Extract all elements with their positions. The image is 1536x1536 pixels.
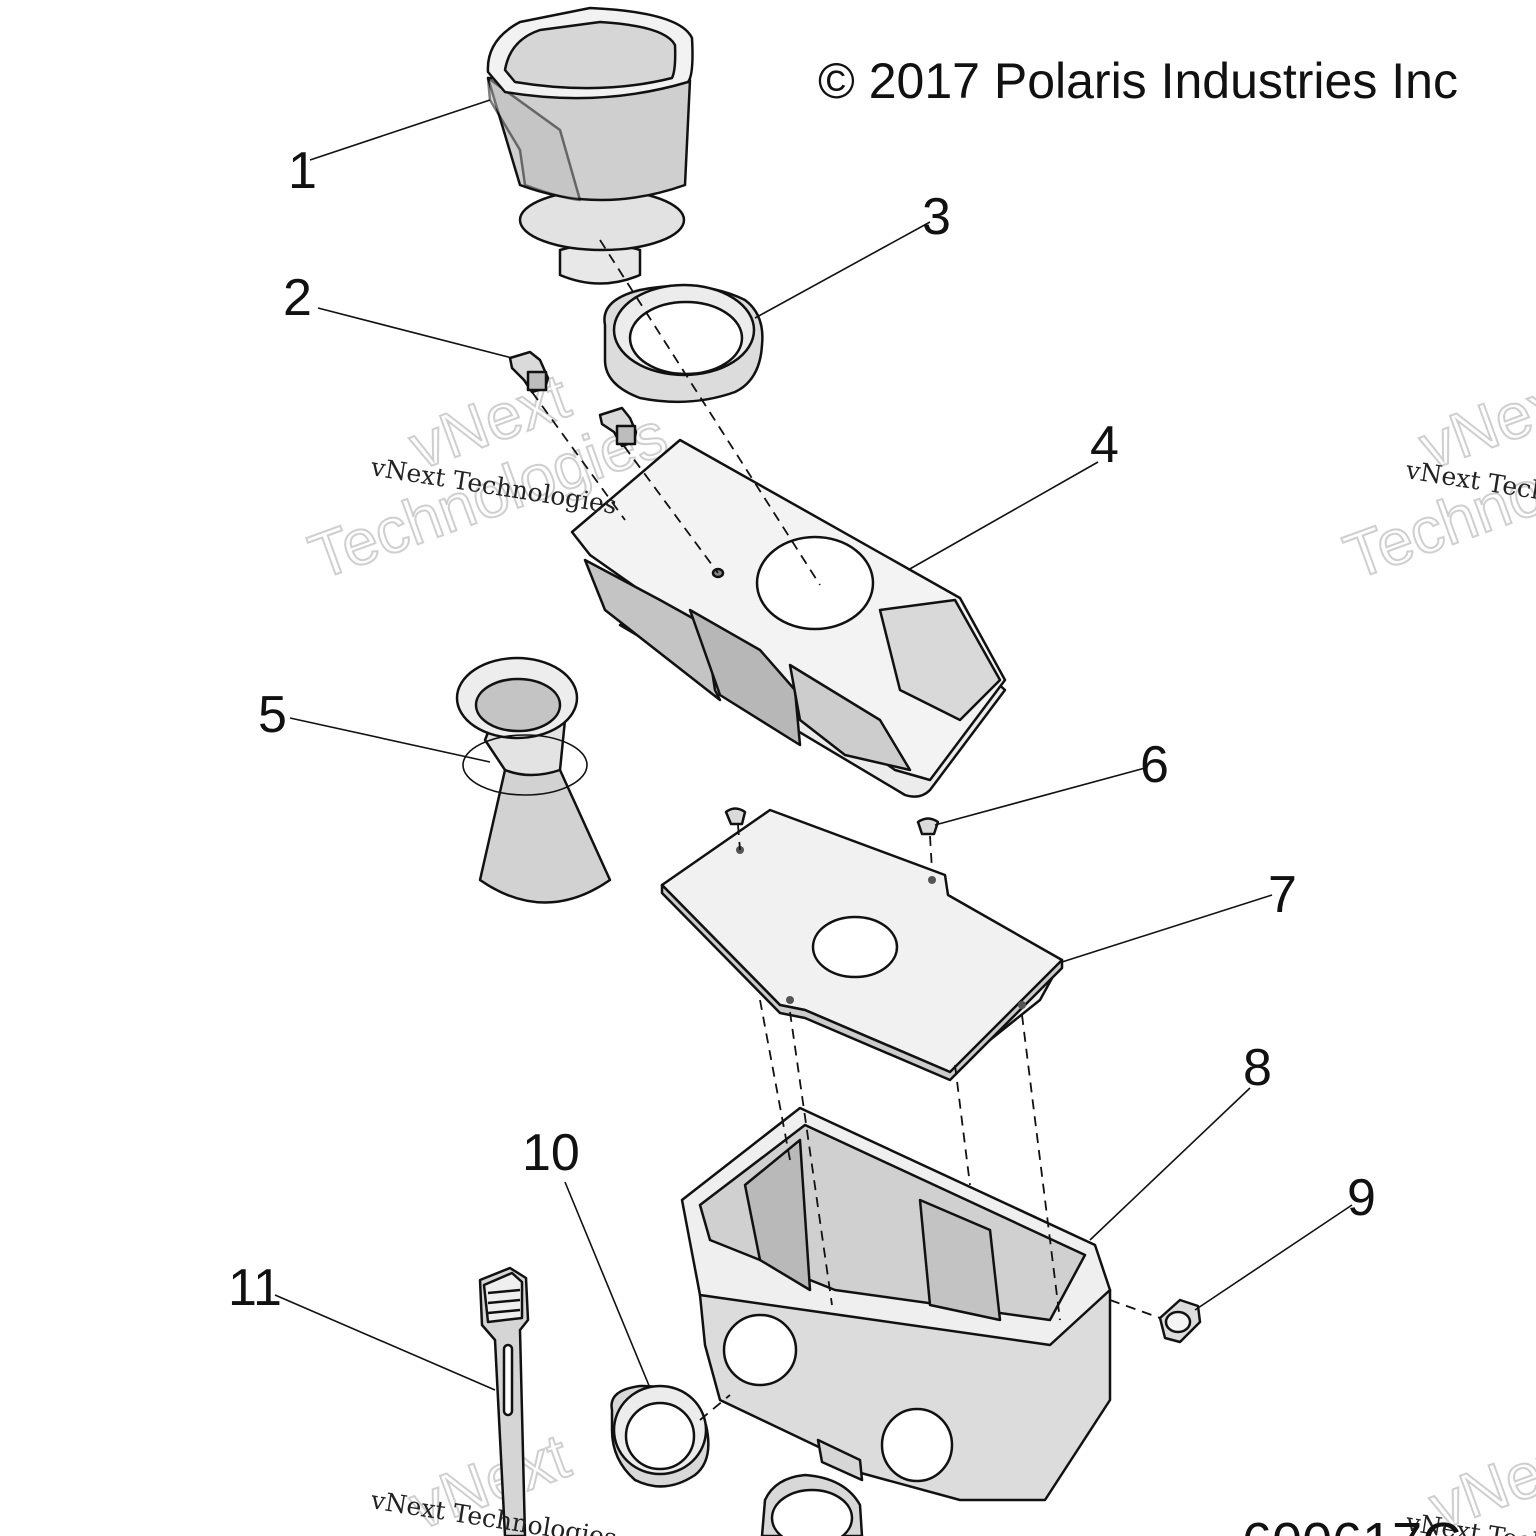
callout-5: 5	[258, 686, 287, 744]
part-1-intake-boot	[486, 6, 694, 285]
part-9-clip	[1158, 1298, 1202, 1344]
callout-7: 7	[1268, 866, 1297, 924]
callout-8: 8	[1243, 1039, 1272, 1097]
callout-9: 9	[1347, 1169, 1376, 1227]
callout-1: 1	[288, 142, 317, 200]
part-4-airbox-cover	[570, 438, 1007, 798]
callout-labels: 1 2 3 4 5 6 7 8 9 10 11	[228, 142, 1376, 1317]
callout-10: 10	[522, 1124, 580, 1182]
callout-2: 2	[283, 269, 312, 327]
part-5-velocity-stack	[455, 656, 612, 904]
part-11-strap	[478, 1266, 530, 1536]
part-8-airbox-base	[680, 1106, 1112, 1502]
part-3-coupler-ring	[603, 283, 764, 404]
callout-11: 11	[228, 1259, 282, 1317]
part-2-fittings	[508, 350, 638, 448]
diagram-part-number: 600617C	[1242, 1512, 1461, 1536]
leader-lines	[274, 99, 1353, 1391]
copyright-notice: © 2017 Polaris Industries Inc	[818, 53, 1458, 109]
callout-4: 4	[1090, 416, 1119, 474]
assembly-lines	[531, 239, 1161, 1421]
part-10-grommets	[610, 1384, 864, 1536]
callout-3: 3	[922, 188, 951, 246]
part-7-filter-plate	[660, 808, 1064, 1082]
callout-6: 6	[1140, 736, 1169, 794]
